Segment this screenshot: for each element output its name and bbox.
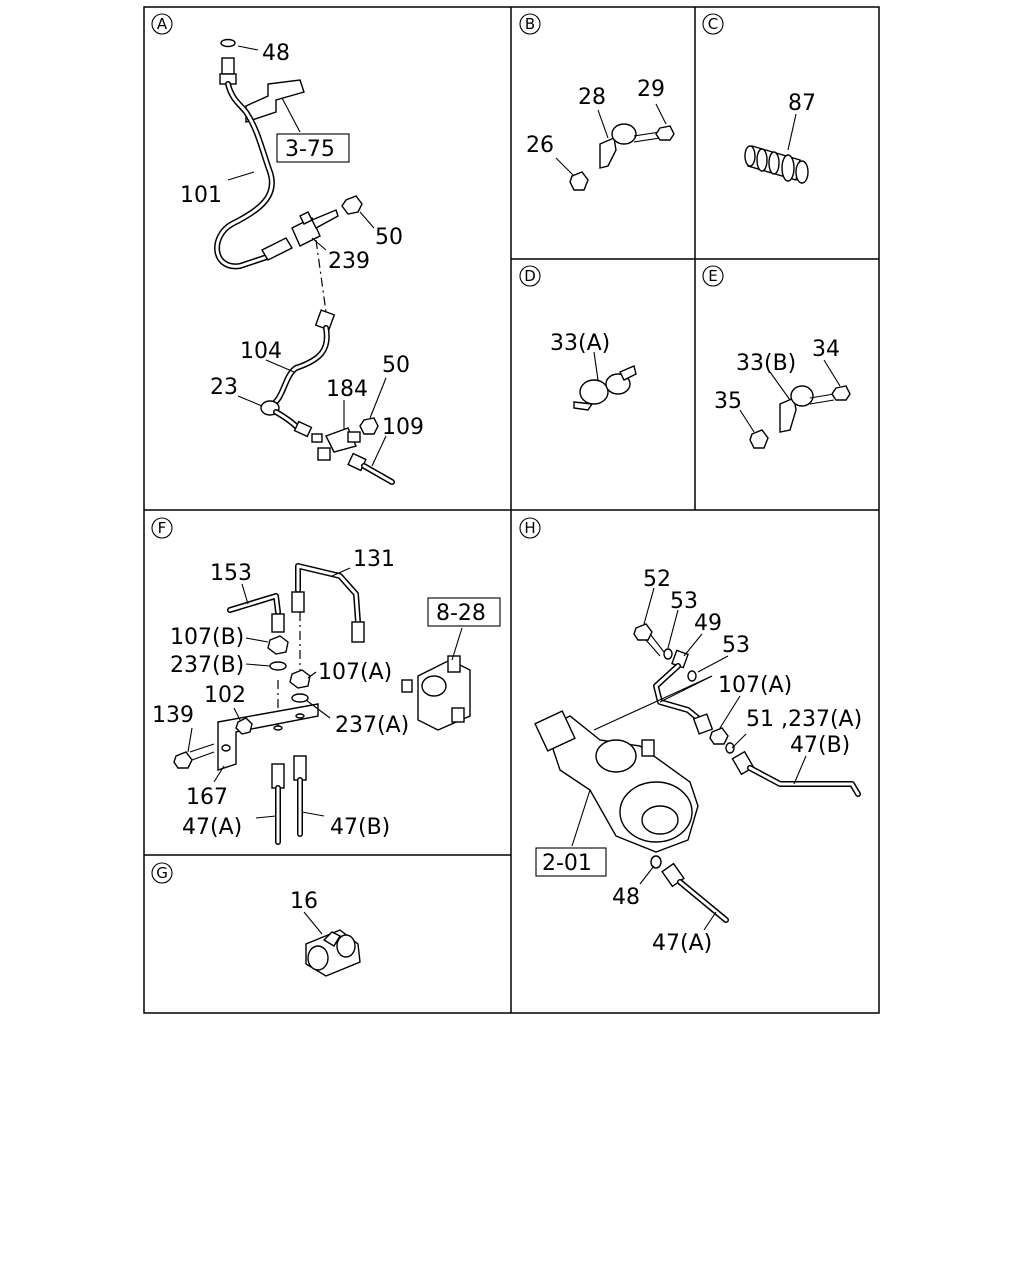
callout-35: 35 — [714, 389, 742, 414]
callouts-b: 28 29 26 — [526, 77, 665, 158]
svg-text:B: B — [525, 15, 535, 33]
part-drawing-fitting-87 — [744, 145, 809, 184]
section-letter-b: B — [519, 13, 541, 35]
leader-lines-h — [571, 587, 807, 931]
part-drawing-valve-8-28 — [401, 655, 471, 731]
callouts-h: 52 53 49 53 107(A) 51 ,237(A) 47(B) 2-01… — [542, 567, 862, 956]
callout-16: 16 — [290, 889, 318, 914]
callout-87: 87 — [788, 91, 816, 116]
section-a: A — [151, 13, 424, 485]
callout-107a: 107(A) — [318, 660, 392, 685]
svg-text:H: H — [524, 519, 535, 537]
section-f: F — [151, 517, 501, 845]
part-drawing-brake-pipe-lower — [260, 309, 395, 485]
callout-48: 48 — [612, 885, 640, 910]
part-drawing-brake-unit-h — [534, 623, 861, 923]
callout-131: 131 — [353, 547, 395, 572]
callout-153: 153 — [210, 561, 252, 586]
callout-51-237a: 51 ,237(A) — [746, 707, 862, 732]
callout-29: 29 — [637, 77, 665, 102]
callout-107a: 107(A) — [718, 673, 792, 698]
leader-line-87 — [787, 113, 797, 151]
callout-107b: 107(B) — [170, 625, 244, 650]
part-drawing-clip-33a — [573, 365, 637, 411]
callout-28: 28 — [578, 85, 606, 110]
callout-34: 34 — [812, 337, 840, 362]
callouts-a: 48 3-75 101 50 239 104 23 184 50 109 — [180, 41, 424, 440]
leader-lines-b — [555, 103, 667, 177]
svg-text:D: D — [524, 267, 536, 285]
callout-101: 101 — [180, 183, 222, 208]
svg-text:G: G — [156, 864, 168, 882]
callout-109: 109 — [382, 415, 424, 440]
callout-2-01: 2-01 — [542, 851, 592, 876]
section-g: G 16 — [151, 862, 361, 977]
part-drawing-clip-bracket-b — [569, 123, 675, 191]
callout-33a: 33(A) — [550, 331, 610, 356]
callout-104: 104 — [240, 339, 282, 364]
callout-3-75: 3-75 — [285, 137, 335, 162]
leader-lines-f — [187, 567, 463, 819]
section-b: B 28 29 26 — [519, 13, 675, 191]
ref-box-3-75 — [276, 133, 350, 163]
callout-102: 102 — [204, 683, 246, 708]
callouts-f: 153 131 8-28 107(B) 237(B) 107(A) 102 13… — [152, 547, 486, 840]
callout-184: 184 — [326, 377, 368, 402]
callout-47a: 47(A) — [652, 931, 712, 956]
svg-text:A: A — [157, 15, 168, 33]
leader-lines-e — [739, 359, 841, 433]
ref-box-2-01 — [535, 847, 607, 877]
diagram-frame — [143, 6, 880, 1014]
svg-text:F: F — [158, 519, 167, 537]
callout-237b: 237(B) — [170, 653, 244, 678]
section-letter-f: F — [151, 517, 173, 539]
callout-8-28: 8-28 — [436, 601, 486, 626]
callouts-e: 33(B) 34 35 — [714, 337, 840, 414]
part-drawing-clip-16 — [305, 929, 361, 977]
callout-52: 52 — [643, 567, 671, 592]
callout-167: 167 — [186, 785, 228, 810]
callout-237a: 237(A) — [335, 713, 409, 738]
section-e: E 33(B) 34 35 — [702, 265, 851, 449]
callout-53: 53 — [722, 633, 750, 658]
callout-49: 49 — [694, 611, 722, 636]
leader-line-33a — [593, 351, 599, 381]
part-drawing-pipes-bracket-f — [173, 563, 365, 845]
callout-239: 239 — [328, 249, 370, 274]
callout-53: 53 — [670, 589, 698, 614]
section-letter-c: C — [702, 13, 724, 35]
ref-box-8-28 — [427, 597, 501, 627]
callout-47b: 47(B) — [790, 733, 850, 758]
section-letter-h: H — [519, 517, 541, 539]
callout-48: 48 — [262, 41, 290, 66]
section-h: H — [519, 517, 862, 956]
svg-text:C: C — [708, 15, 718, 33]
section-letter-a: A — [151, 13, 173, 35]
callout-50: 50 — [375, 225, 403, 250]
callout-26: 26 — [526, 133, 554, 158]
svg-text:E: E — [708, 267, 717, 285]
callout-47a: 47(A) — [182, 815, 242, 840]
callout-23: 23 — [210, 375, 238, 400]
callout-139: 139 — [152, 703, 194, 728]
section-c: C 87 — [702, 13, 816, 184]
part-drawing-clip-bracket-e — [749, 385, 851, 449]
section-letter-e: E — [702, 265, 724, 287]
leader-lines-a — [227, 45, 387, 467]
section-letter-d: D — [519, 265, 541, 287]
callout-50: 50 — [382, 353, 410, 378]
leader-line-16 — [303, 911, 323, 935]
section-d: D 33(A) — [519, 265, 637, 411]
section-letter-g: G — [151, 862, 173, 884]
callout-33b: 33(B) — [736, 351, 796, 376]
callout-47b: 47(B) — [330, 815, 390, 840]
